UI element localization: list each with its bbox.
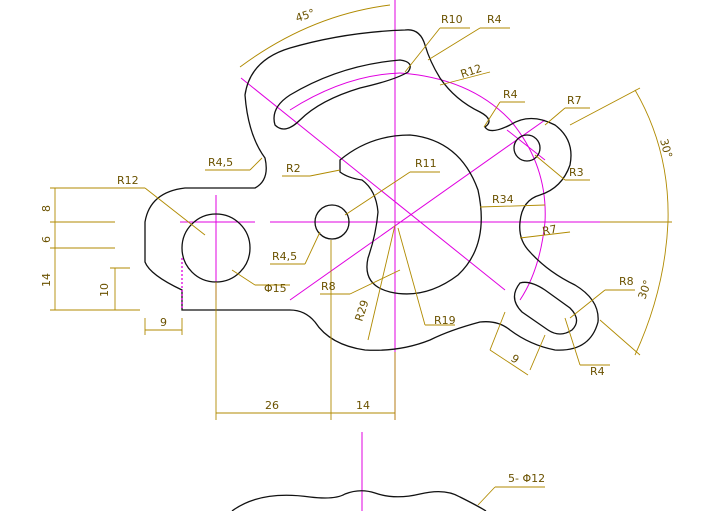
label-r29: R29 bbox=[352, 298, 371, 323]
label-r34: R34 bbox=[492, 193, 514, 206]
label-r7: R7 bbox=[567, 94, 582, 107]
center-lines bbox=[180, 0, 600, 511]
dimension-labels: 45° R10 R4 R12 R4 R7 R3 30° R4,5 R2 R11 … bbox=[40, 6, 675, 485]
label-r4-top: R4 bbox=[487, 13, 502, 26]
label-dim-6: 6 bbox=[40, 236, 53, 243]
label-dim-26: 26 bbox=[265, 399, 279, 412]
label-angle-30-bottom: 30° bbox=[636, 278, 655, 301]
label-r10: R10 bbox=[441, 13, 463, 26]
label-dim-14-h: 14 bbox=[356, 399, 370, 412]
label-r7-inner: R7 bbox=[541, 223, 558, 238]
label-angle-30-top: 30° bbox=[657, 137, 675, 159]
label-phi15: Φ15 bbox=[264, 282, 287, 295]
label-dim-10: 10 bbox=[98, 283, 111, 297]
label-r4-5-left: R4,5 bbox=[272, 250, 297, 263]
label-dim-9-slot: 9 bbox=[508, 352, 521, 367]
part-outline bbox=[144, 29, 599, 511]
label-r3: R3 bbox=[569, 166, 584, 179]
label-r11: R11 bbox=[415, 157, 437, 170]
label-r4-right: R4 bbox=[503, 88, 518, 101]
label-r19: R19 bbox=[434, 314, 456, 327]
dimension-lines bbox=[50, 4, 672, 506]
label-r8-right: R8 bbox=[619, 275, 634, 288]
label-r12-arc: R12 bbox=[459, 62, 484, 81]
label-dim-9-left: 9 bbox=[160, 316, 167, 329]
label-angle-45: 45° bbox=[294, 6, 317, 24]
label-r12-left: R12 bbox=[117, 174, 139, 187]
label-r8-center: R8 bbox=[321, 280, 336, 293]
label-five-phi12: 5- Φ12 bbox=[508, 472, 545, 485]
label-r2: R2 bbox=[286, 162, 301, 175]
label-dim-8: 8 bbox=[40, 205, 53, 212]
label-r4-bottom: R4 bbox=[590, 365, 605, 378]
label-r4-5-top: R4,5 bbox=[208, 156, 233, 169]
label-dim-14-v: 14 bbox=[40, 273, 53, 287]
